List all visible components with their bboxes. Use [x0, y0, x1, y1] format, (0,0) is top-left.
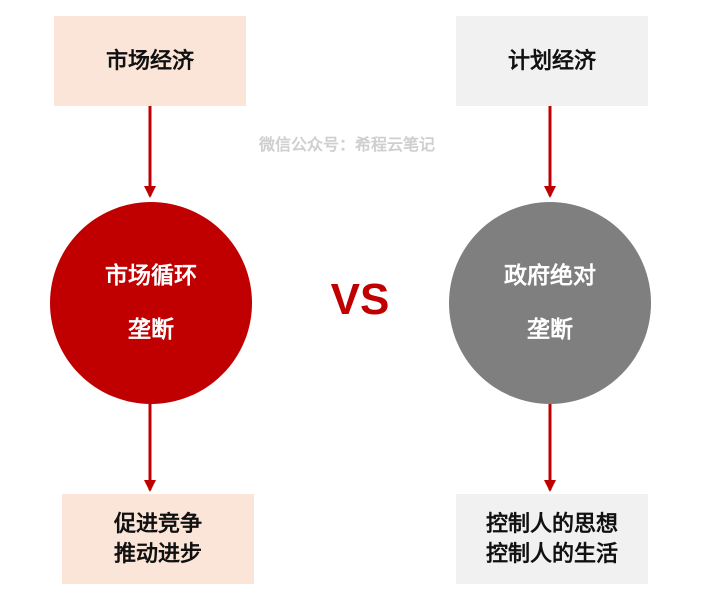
market-outcome-line-1: 促进竞争	[113, 511, 202, 537]
market-circulation-monopoly-circle: 市场循环 垄断	[50, 202, 252, 404]
market-economy-box: 市场经济	[54, 16, 246, 106]
planned-outcome-box: 控制人的思想 控制人的生活	[456, 494, 648, 584]
planned-economy-label: 计划经济	[507, 48, 596, 74]
circle-left-line-1: 市场循环	[105, 262, 197, 289]
market-economy-label: 市场经济	[105, 48, 194, 74]
circle-left-line-2: 垄断	[128, 316, 174, 343]
circle-right-line-2: 垄断	[527, 316, 573, 343]
circle-right-line-1: 政府绝对	[504, 262, 596, 289]
government-absolute-monopoly-circle: 政府绝对 垄断	[449, 202, 651, 404]
market-outcome-box: 促进竞争 推动进步	[62, 494, 254, 584]
market-outcome-line-2: 推动进步	[113, 541, 202, 567]
planned-outcome-line-2: 控制人的生活	[485, 541, 618, 567]
planned-outcome-line-1: 控制人的思想	[485, 511, 618, 537]
planned-economy-box: 计划经济	[456, 16, 648, 106]
versus-label: VS	[330, 275, 390, 324]
watermark: 微信公众号：希程云笔记	[258, 135, 435, 154]
